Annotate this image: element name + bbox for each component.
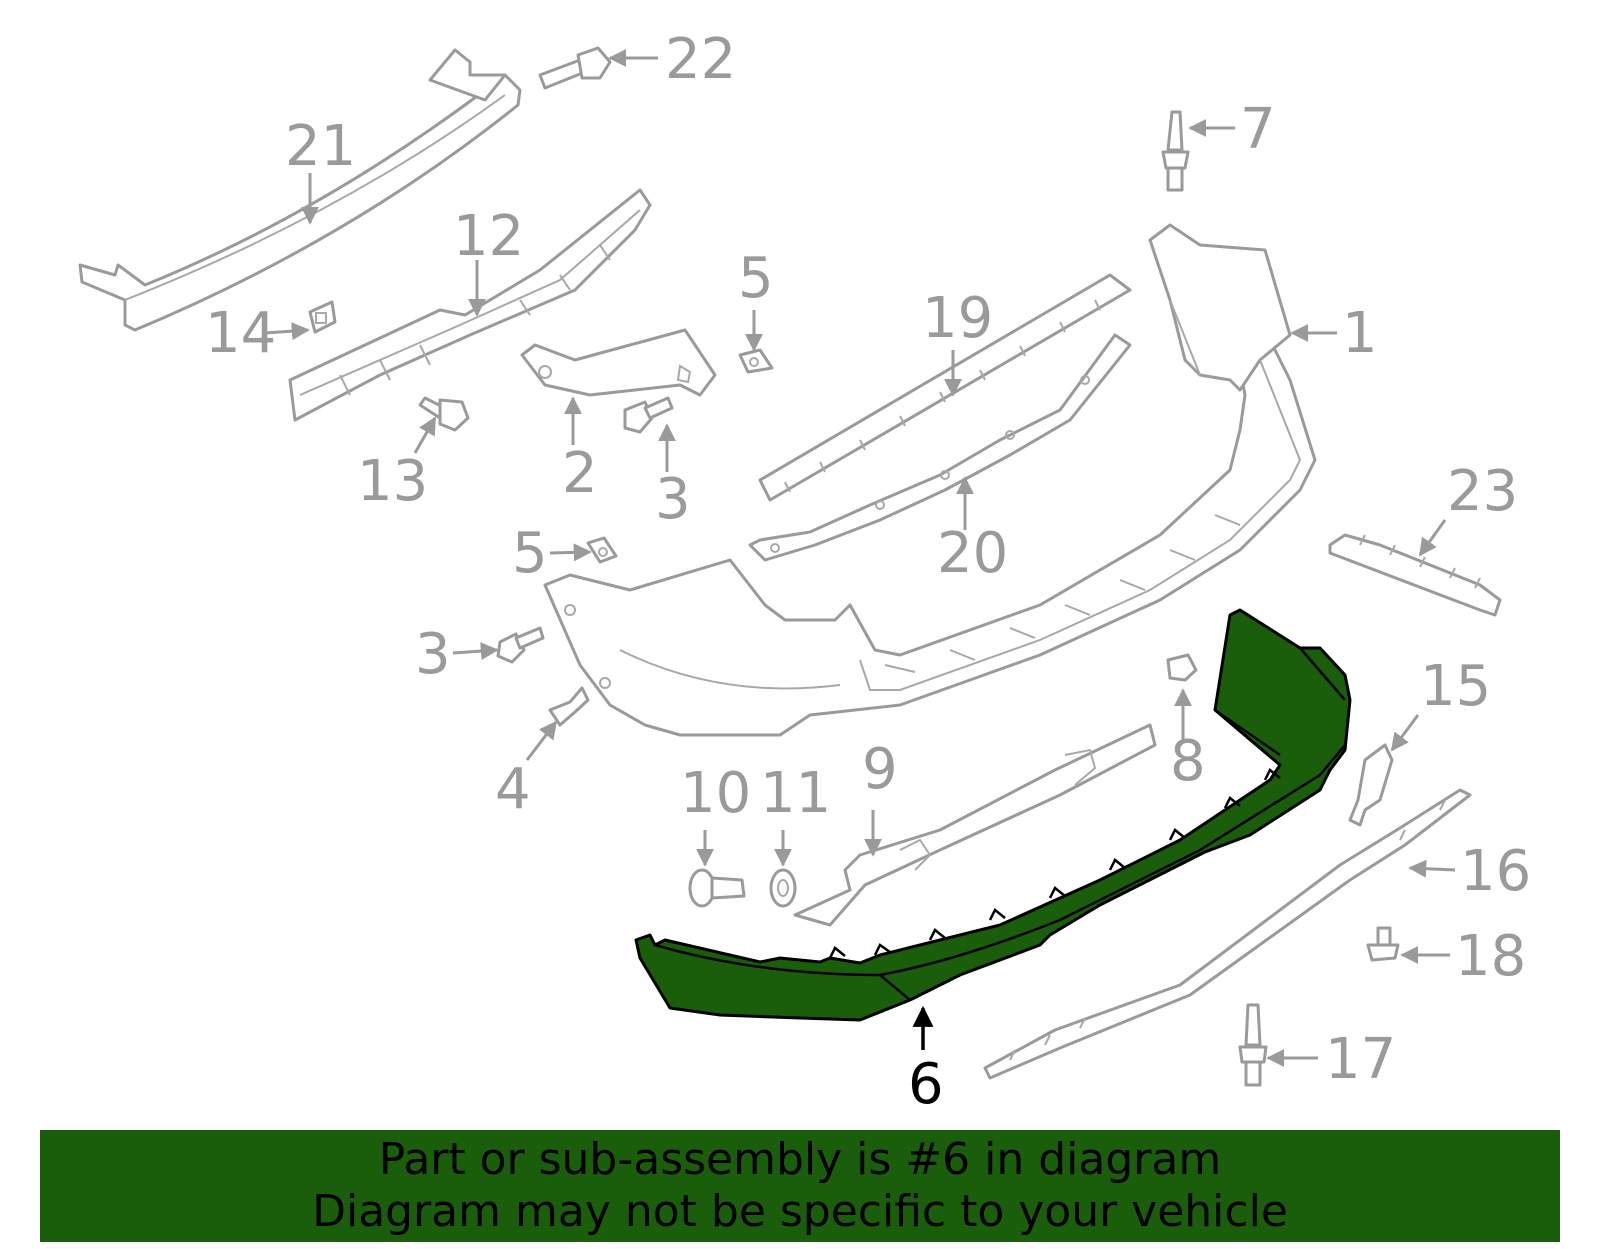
part-15-bracket bbox=[1348, 743, 1394, 827]
label-17: 17 bbox=[1325, 1027, 1396, 1092]
label-22: 22 bbox=[665, 27, 736, 92]
label-2: 2 bbox=[562, 441, 598, 506]
part-6-lower-valance bbox=[634, 608, 1352, 1022]
part-1-bumper-cover bbox=[543, 223, 1317, 737]
label-9: 9 bbox=[862, 737, 898, 802]
part-4-clip bbox=[548, 686, 590, 727]
label-1: 1 bbox=[1342, 301, 1378, 366]
label-15: 15 bbox=[1420, 654, 1491, 719]
label-3-upper: 3 bbox=[655, 467, 691, 532]
part-11-grommet bbox=[769, 868, 797, 908]
part-13-bolt bbox=[418, 396, 470, 432]
label-13: 13 bbox=[357, 449, 428, 514]
part-12-absorber bbox=[288, 188, 652, 422]
label-7: 7 bbox=[1240, 97, 1276, 162]
label-3-lower: 3 bbox=[415, 622, 451, 687]
part-18-pin bbox=[1366, 926, 1400, 962]
part-9-trim bbox=[793, 723, 1157, 927]
part-14-clip bbox=[308, 300, 337, 334]
part-3-bolt-lower bbox=[496, 626, 545, 664]
label-21: 21 bbox=[285, 114, 356, 179]
label-11: 11 bbox=[760, 761, 831, 826]
label-14: 14 bbox=[205, 301, 276, 366]
part-5-clip-lower bbox=[586, 536, 618, 564]
part-3-bolt-upper bbox=[623, 396, 674, 434]
part-2-bracket bbox=[520, 328, 717, 397]
part-5-clip-upper bbox=[738, 348, 774, 374]
label-4: 4 bbox=[495, 757, 531, 822]
label-19: 19 bbox=[922, 286, 993, 351]
label-12: 12 bbox=[453, 204, 524, 269]
footer-line-2: Diagram may not be specific to your vehi… bbox=[312, 1186, 1288, 1237]
label-10: 10 bbox=[680, 761, 751, 826]
label-20: 20 bbox=[937, 521, 1008, 586]
label-8: 8 bbox=[1170, 729, 1206, 794]
label-18: 18 bbox=[1455, 924, 1526, 989]
label-6: 6 bbox=[908, 1052, 944, 1117]
part-21-reinforcement-beam bbox=[78, 48, 522, 332]
part-10-pin bbox=[688, 868, 746, 908]
part-7-pin bbox=[1161, 110, 1190, 192]
footer-banner: Part or sub-assembly is #6 in diagram Di… bbox=[40, 1130, 1560, 1242]
label-5-lower: 5 bbox=[512, 521, 548, 586]
part-22-bolt bbox=[538, 46, 612, 90]
callout-arrows bbox=[264, 49, 1456, 1067]
part-23-strip bbox=[1328, 533, 1502, 617]
label-5-upper: 5 bbox=[738, 246, 774, 311]
label-16: 16 bbox=[1460, 839, 1531, 904]
label-23: 23 bbox=[1447, 459, 1518, 524]
part-16-molding bbox=[983, 788, 1472, 1080]
part-8-clip bbox=[1166, 653, 1198, 682]
part-17-pin bbox=[1238, 1003, 1268, 1087]
callout-labels: 22 21 12 14 13 2 3 5 7 1 19 20 23 5 3 4 … bbox=[205, 27, 1531, 1117]
part-20-strip bbox=[748, 333, 1132, 562]
footer-line-1: Part or sub-assembly is #6 in diagram bbox=[378, 1134, 1222, 1185]
